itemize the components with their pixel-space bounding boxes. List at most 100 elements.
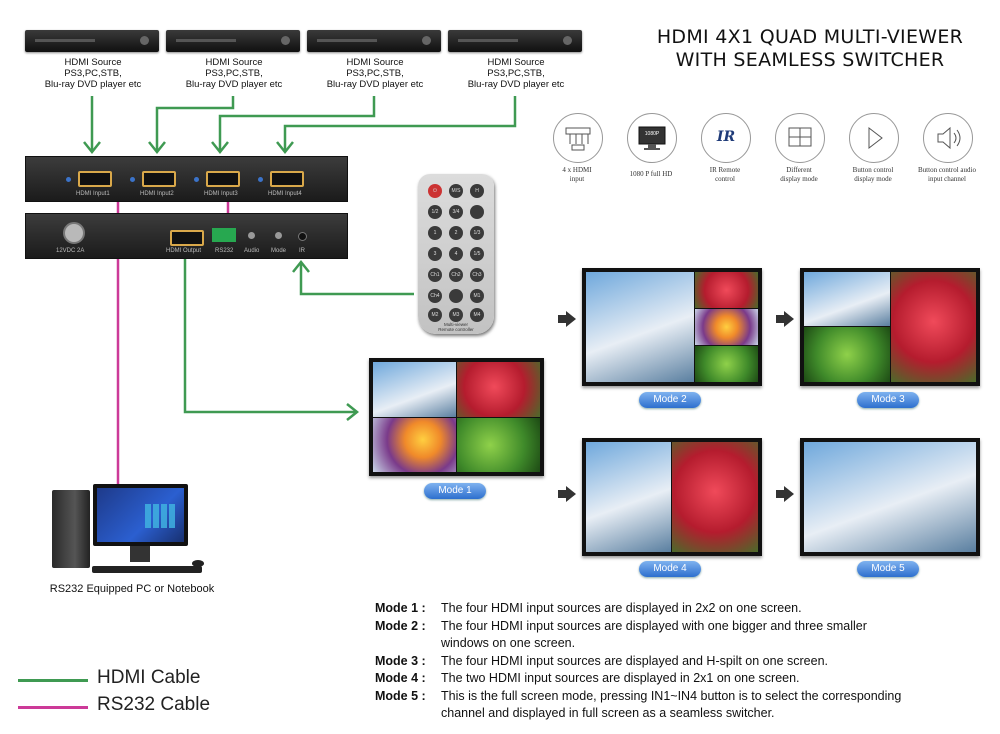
rs232-cable-legend-line <box>18 706 88 709</box>
audio-label: Audio <box>244 248 260 254</box>
hdmi-cable-1-arrow <box>83 141 101 155</box>
source-label-3: HDMI Source PS3,PC,STB, Blu-ray DVD play… <box>300 57 450 90</box>
rear-panel: 12VDC 2A HDMI Output RS232 Audio Mode IR <box>25 213 348 259</box>
ir-remote-controller: ⏻ M/S H 1/2 3/4 1 2 1/3 3 4 1/5 Ch1 Ch2 … <box>418 174 494 334</box>
roses-window <box>457 362 540 417</box>
leaves-window <box>457 418 540 472</box>
source-label-line: HDMI Source <box>205 57 263 68</box>
feature-label: IR Remote control <box>688 166 762 184</box>
ferris-wheel-window <box>804 442 976 552</box>
hdmi-cable-legend-label: HDMI Cable <box>97 667 201 688</box>
mode-description-key: Mode 5 : <box>375 688 426 703</box>
hdmi-output-port <box>170 230 204 246</box>
hdmi-cable-4-arrow <box>276 141 294 155</box>
mode-description-line: This is the full screen mode, pressing I… <box>441 688 902 703</box>
source-label-line: PS3,PC,STB, <box>487 68 545 79</box>
feature-label-line: input <box>569 175 585 183</box>
mode-description-text: The four HDMI input sources are displaye… <box>441 653 828 671</box>
mode-description-text: The four HDMI input sources are displaye… <box>441 618 867 653</box>
hdmi-output-cable <box>183 258 357 414</box>
mode-3-screen <box>800 268 980 386</box>
roses-window <box>672 442 758 552</box>
arrow-right-icon <box>776 311 794 327</box>
remote-key <box>470 205 484 219</box>
hdmi-input-label-1: HDMI Input1 <box>76 191 110 197</box>
ir-cable <box>299 262 414 296</box>
remote-key: Ch2 <box>449 268 463 282</box>
keyboard <box>92 566 202 573</box>
ferris-wheel-window <box>586 272 694 382</box>
feature-label-line: display mode <box>780 175 818 183</box>
monitor-stand <box>130 546 150 562</box>
mode-5-screen <box>800 438 980 556</box>
mode-description-line: The four HDMI input sources are displaye… <box>441 653 828 668</box>
feature-label: 1080 P full HD <box>614 170 688 179</box>
hdmi-cable-2 <box>155 96 235 152</box>
fruit-window <box>695 309 758 345</box>
arrow-right-icon <box>558 486 576 502</box>
mode-3-label: Mode 3 <box>857 392 919 408</box>
remote-key: M4 <box>470 308 484 322</box>
led-indicator <box>130 177 135 182</box>
audio-speaker-icon <box>923 113 973 163</box>
mode-description-line: The four HDMI input sources are displaye… <box>441 618 867 633</box>
hdmi-input-label-2: HDMI Input2 <box>140 191 174 197</box>
rs232-label: RS232 <box>215 248 234 254</box>
mode-1-label: Mode 1 <box>424 483 486 499</box>
source-label-line: PS3,PC,STB, <box>346 68 404 79</box>
monitor-1080p-badge: 1080P <box>644 131 660 137</box>
remote-key: 1 <box>428 226 442 240</box>
mode-description-row: Mode 4 : The two HDMI input sources are … <box>375 670 985 688</box>
feature-label: Different display mode <box>762 166 836 184</box>
remote-key: 3/4 <box>449 205 463 219</box>
source-label-line: Blu-ray DVD player etc <box>44 79 142 90</box>
hdmi-cables <box>83 96 517 421</box>
pc-caption: RS232 Equipped PC or Notebook <box>49 583 215 595</box>
mode-descriptions: Mode 1 : The four HDMI input sources are… <box>375 600 985 723</box>
play-button-icon <box>849 113 899 163</box>
remote-key: Ch1 <box>428 268 442 282</box>
mode-2-label: Mode 2 <box>639 392 701 408</box>
mode-description-line: channel and displayed in full screen as … <box>441 706 775 720</box>
feature-label-line: input channel <box>928 175 966 183</box>
feature-label-line: Button control audio <box>918 166 976 174</box>
title-line-1: HDMI 4X1 QUAD MULTI-VIEWER <box>656 26 964 48</box>
remote-caption-line: Multi-viewer <box>443 322 468 327</box>
source-label-line: Blu-ray DVD player etc <box>185 79 283 90</box>
mode-description-text: The four HDMI input sources are displaye… <box>441 600 802 618</box>
ir-cable-arrow <box>292 259 310 273</box>
leaves-window <box>804 327 890 382</box>
hdmi-cable-4 <box>283 96 517 152</box>
ferris-wheel-window <box>373 362 456 417</box>
source-label-line: PS3,PC,STB, <box>205 68 263 79</box>
source-label-1: HDMI Source PS3,PC,STB, Blu-ray DVD play… <box>18 57 168 90</box>
led-indicator <box>258 177 263 182</box>
mode-label: Mode <box>271 248 287 254</box>
mode-2-screen <box>582 268 762 386</box>
mode-4-screen <box>582 438 762 556</box>
hdmi-input-label-4: HDMI Input4 <box>268 191 302 197</box>
ferris-wheel-window <box>586 442 671 552</box>
remote-key: 1/5 <box>470 247 484 261</box>
source-label-4: HDMI Source PS3,PC,STB, Blu-ray DVD play… <box>441 57 591 90</box>
leaves-window <box>695 346 758 382</box>
source-label-line: HDMI Source <box>64 57 122 68</box>
ir-remote-badge: IR <box>716 129 736 145</box>
remote-key: 1/3 <box>470 226 484 240</box>
remote-key <box>449 289 463 303</box>
mode-description-row: Mode 1 : The four HDMI input sources are… <box>375 600 985 618</box>
feature-label-line: Different <box>786 166 812 174</box>
remote-key: 1/2 <box>428 205 442 219</box>
hdmi-output-cable-arrow <box>346 403 360 421</box>
hdmi-inputs-icon <box>553 113 603 163</box>
dc-power-jack <box>63 222 85 244</box>
feature-label: Button control display mode <box>836 166 910 184</box>
hdmi-input-label-3: HDMI Input3 <box>204 191 238 197</box>
source-label-line: Blu-ray DVD player etc <box>326 79 424 90</box>
feature-label-line: Button control <box>852 166 894 174</box>
mode-button <box>275 232 282 239</box>
hdmi-cable-2-arrow <box>148 141 166 155</box>
remote-key: 2 <box>449 226 463 240</box>
source-player-3 <box>307 30 441 52</box>
source-label-line: HDMI Source <box>346 57 404 68</box>
